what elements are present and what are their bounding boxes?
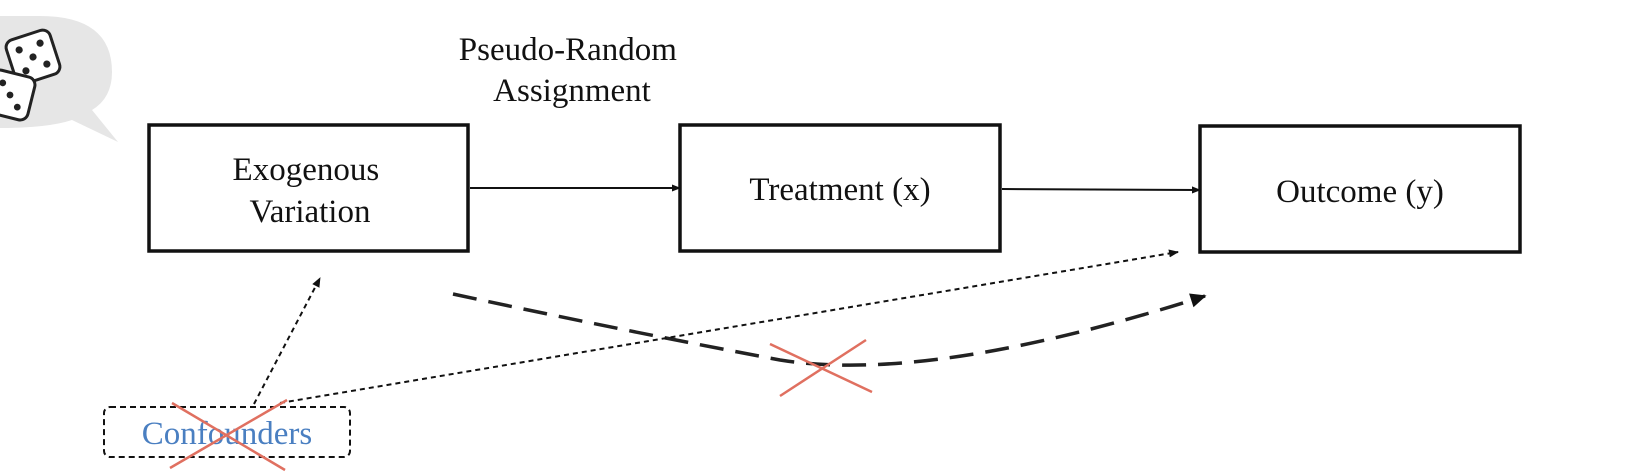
dice-icon <box>0 28 62 122</box>
outcome-label: Outcome (y) <box>1276 174 1444 210</box>
edge-confounders-to-exogenous <box>253 277 321 405</box>
exogenous-variation-label: Exogenous Variation <box>233 152 388 230</box>
cross-mark-icon <box>169 398 288 472</box>
node-treatment: Treatment (x) <box>678 123 1002 253</box>
edge-confounders-to-outcome <box>279 249 1179 404</box>
edge-treatment-to-outcome <box>1001 186 1201 194</box>
pseudo-random-annotation: Pseudo-Random Assignment <box>459 32 685 109</box>
edge-exogenous-to-outcome-dashed <box>452 292 1207 367</box>
treatment-label: Treatment (x) <box>749 172 930 208</box>
node-outcome: Outcome (y) <box>1198 124 1522 254</box>
node-confounders: Confounders <box>103 406 351 458</box>
node-exogenous-variation: Exogenous Variation <box>147 123 470 253</box>
cross-mark-icon <box>769 338 873 398</box>
